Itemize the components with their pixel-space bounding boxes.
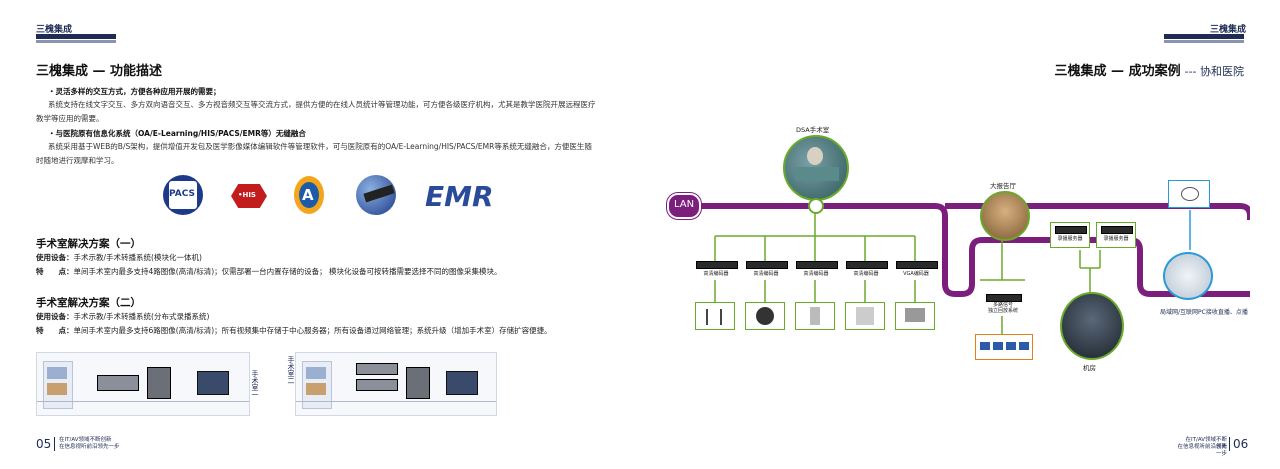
a-logo: A [294, 176, 324, 214]
section2-heading: ・与医院原有信息化系统（OA/E-Learning/HIS/PACS/EMR等）… [48, 129, 306, 138]
encoder-4-label: 高清编码器 [853, 271, 879, 277]
section1-line2: 教学等应用的需要。 [36, 114, 104, 123]
plan1-equip-text: 手术示教/手术转播系统(模块化一体机) [73, 253, 202, 262]
internet-label: 局域网/互联网PC接收直播、点播 [1160, 309, 1248, 316]
machine-room-label: 机房 [1083, 364, 1096, 372]
dsa-node-ring [808, 198, 824, 214]
plan2-diagram [295, 352, 497, 416]
plan2-feat-label: 特 点： [36, 326, 74, 335]
right-header-label: 三槐集成 [1210, 25, 1247, 35]
plan1-feat-label: 特 点： [36, 267, 74, 276]
pacs-logo-text: PACS [169, 189, 195, 199]
encoder-3-label: 高清编码器 [803, 271, 829, 277]
plan1-title: 手术室解决方案（一） [36, 238, 141, 250]
section2-line1: 系统采用基于WEB的B/S架构，提供增值开发包及医学影像媒体编辑软件等管理软件，… [48, 142, 592, 151]
right-page-number: 06 [1233, 437, 1249, 451]
plan2-title: 手术室解决方案（二） [36, 297, 141, 309]
right-header-bar [1164, 34, 1244, 39]
encoder-3 [796, 261, 838, 269]
encoder-5-label: VGA编码器 [903, 271, 929, 277]
section2-line2: 时随地进行观摩和学习。 [36, 156, 119, 165]
room-two-label: 手术室二 [287, 356, 295, 384]
left-slogan-line2: 在信息视听前沿领先一步 [59, 444, 120, 450]
encoder-2-label: 高清编码器 [753, 271, 779, 277]
source-camera [745, 302, 785, 330]
recorder-2: 录播服务器 [1096, 222, 1136, 248]
right-header-bar-light [1164, 40, 1244, 43]
multi-signal-label2: 独立回放系统 [987, 308, 1018, 314]
encoder-5 [896, 261, 938, 269]
internet-pc-photo [1163, 252, 1213, 300]
hall-label: 大报告厅 [990, 182, 1016, 190]
right-footer-separator [1229, 437, 1230, 451]
recorder-1-label: 录播服务器 [1057, 236, 1083, 242]
section1-heading: ・灵活多样的交互方式，方便各种应用开展的需要； [48, 87, 221, 96]
room-one-label: 手术室一 [251, 370, 259, 398]
plan2-equip-text: 手术示教/手术转播系统(分布式录播系统) [73, 312, 210, 321]
encoder-2 [746, 261, 788, 269]
right-slogan-line2: 在信息视听前沿领先一步 [1177, 444, 1227, 457]
encoder-4 [846, 261, 888, 269]
plan1-diagram [36, 352, 250, 416]
left-slogan-line1: 在IT/AV领域不断创新 [59, 437, 112, 443]
lan-label: LAN [674, 199, 695, 210]
plan1-equipment: 使用设备：手术示教/手术转播系统(模块化一体机) [36, 252, 202, 263]
hall-monitors [975, 334, 1033, 360]
emr-logo: EMR [425, 180, 494, 213]
globe-logo [356, 175, 396, 215]
plan2-features: 特 点：单间手术室内最多支持6路图像(高清/标清)；所有视频集中存储于中心服务器… [36, 325, 552, 336]
dsa-room-photo [783, 135, 849, 201]
plan2-equip-label: 使用设备： [36, 312, 74, 321]
recorder-1: 录播服务器 [1050, 222, 1090, 248]
hall-link [980, 240, 1025, 334]
plan1-features: 特 点：单间手术室内最多支持4路图像(高清/标清)；仅需部署一台内置存储的设备；… [36, 266, 502, 277]
left-page-number: 05 [36, 437, 52, 451]
encoder-tree [714, 206, 916, 262]
encoder-branches [714, 280, 916, 302]
left-header-bar [36, 34, 116, 39]
source-monitor [895, 302, 935, 330]
network-diagram [672, 203, 1250, 334]
machine-room-photo [1060, 292, 1124, 360]
internet-top-box [1168, 180, 1210, 208]
encoder-1 [696, 261, 738, 269]
plan1-equip-label: 使用设备： [36, 253, 74, 262]
plan2-feat-text: 单间手术室内最多支持6路图像(高清/标清)；所有视频集中存储于中心服务器；所有设… [73, 326, 552, 335]
plan1-feat-text: 单间手术室内最多支持4路图像(高清/标清)；仅需部署一台内置存储的设备； 模块化… [73, 267, 502, 276]
right-title-group: 三槐集成 — 成功案例--- 协和医院 [1055, 60, 1244, 79]
his-logo-text: •HIS [238, 191, 256, 199]
right-page-subtitle: --- 协和医院 [1184, 65, 1244, 78]
a-logo-text: A [302, 186, 314, 204]
his-logo: •HIS [224, 178, 274, 214]
encoder-1-label: 高清编码器 [703, 271, 729, 277]
source-endoscope [845, 302, 885, 330]
dsa-label: DSA手术室 [796, 126, 830, 134]
lan-bus [672, 203, 1250, 297]
recorder-link [1079, 250, 1101, 294]
lan-node: LAN [667, 193, 701, 219]
right-slogan-line1: 在IT/AV领域不断创新 [1185, 437, 1227, 450]
left-header-bar-light [36, 40, 116, 43]
left-header-label: 三槐集成 [36, 25, 73, 35]
hall-photo [980, 191, 1030, 241]
recorder-2-label: 录播服务器 [1103, 236, 1129, 242]
multi-signal-device [986, 294, 1022, 302]
source-microscope [795, 302, 835, 330]
right-page-title: 三槐集成 — 成功案例 [1054, 64, 1181, 79]
pacs-logo: PACS [163, 175, 203, 215]
left-footer-separator [54, 437, 55, 451]
plan2-equipment: 使用设备：手术示教/手术转播系统(分布式录播系统) [36, 311, 209, 322]
multi-signal-label: 多路信号 [992, 302, 1013, 308]
source-microphone [695, 302, 735, 330]
section1-line1: 系统支持在线文字交互、多方双向语音交互、多方视音频交互等交流方式，提供方便的在线… [48, 100, 596, 109]
left-page-title: 三槐集成 — 功能描述 [36, 64, 163, 79]
